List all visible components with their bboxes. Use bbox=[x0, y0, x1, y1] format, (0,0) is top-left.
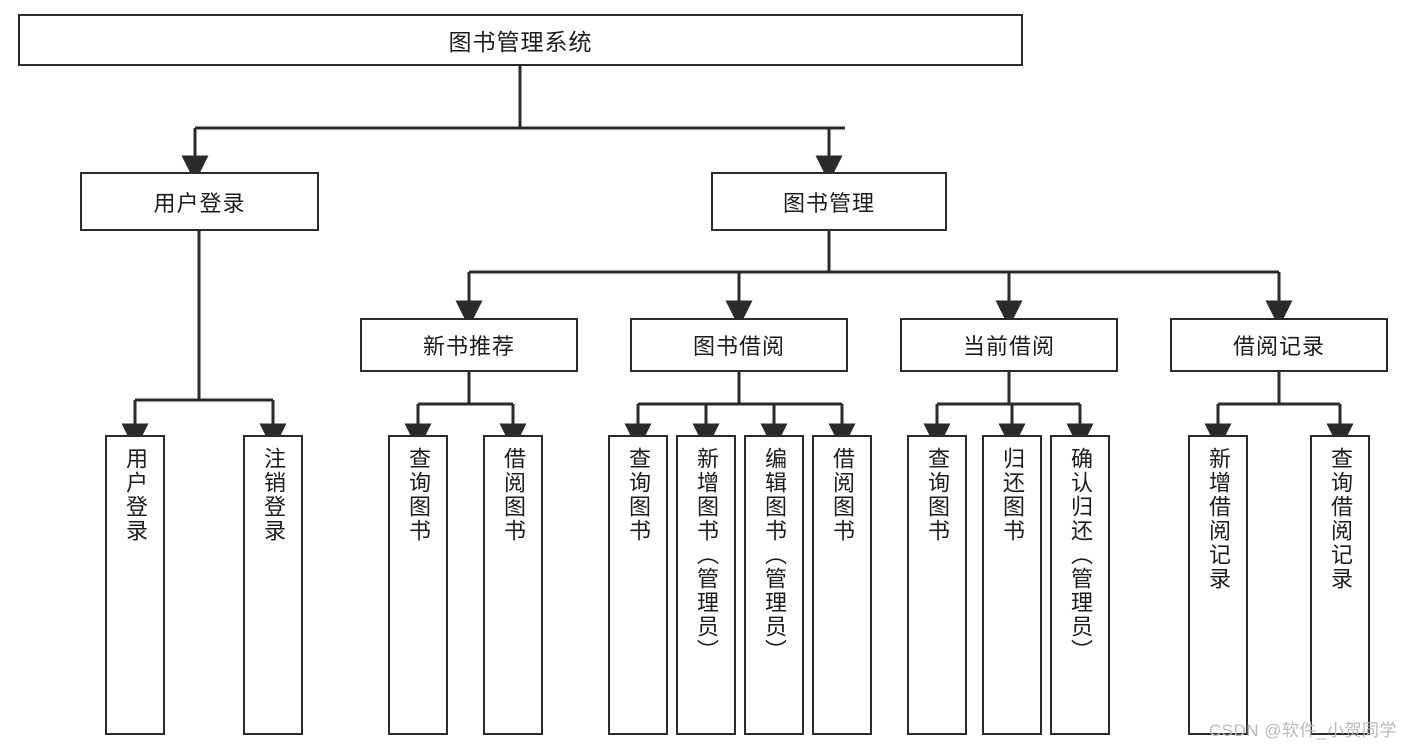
leaf-query-borrow-record[interactable]: 查询借阅记录 bbox=[1310, 435, 1370, 735]
node-new-book-recommendation[interactable]: 新书推荐 bbox=[360, 318, 578, 372]
node-root-book-management-system[interactable]: 图书管理系统 bbox=[18, 14, 1023, 66]
node-label: 借阅记录 bbox=[1232, 334, 1325, 359]
node-label: 注销登录 bbox=[260, 447, 286, 543]
leaf-query-books-current[interactable]: 查询图书 bbox=[907, 435, 967, 735]
node-label: 查询图书 bbox=[924, 447, 950, 543]
node-label: 查询图书 bbox=[625, 447, 651, 543]
node-user-login[interactable]: 用户登录 bbox=[80, 172, 319, 231]
leaf-logout[interactable]: 注销登录 bbox=[243, 435, 303, 735]
node-book-borrowing[interactable]: 图书借阅 bbox=[630, 318, 848, 372]
node-borrow-records[interactable]: 借阅记录 bbox=[1170, 318, 1388, 372]
node-label: 归还图书 bbox=[999, 447, 1025, 543]
leaf-add-book-admin[interactable]: 新增图书（管理员） bbox=[676, 435, 736, 735]
leaf-query-books-borrowing[interactable]: 查询图书 bbox=[608, 435, 668, 735]
leaf-add-borrow-record[interactable]: 新增借阅记录 bbox=[1188, 435, 1248, 735]
leaf-user-login[interactable]: 用户登录 bbox=[105, 435, 165, 735]
node-label: 查询图书 bbox=[405, 447, 431, 543]
watermark: CSDN @软件_小贺同学 bbox=[1208, 721, 1397, 740]
leaf-borrow-books-recommend[interactable]: 借阅图书 bbox=[483, 435, 543, 735]
node-label: 图书借阅 bbox=[692, 334, 785, 359]
node-label: 当前借阅 bbox=[962, 334, 1055, 359]
leaf-borrow-books-borrowing[interactable]: 借阅图书 bbox=[812, 435, 872, 735]
node-label: 新增借阅记录 bbox=[1205, 447, 1231, 591]
leaf-return-books[interactable]: 归还图书 bbox=[982, 435, 1042, 735]
node-label: 用户登录 bbox=[122, 447, 148, 543]
node-label: 确认归还（管理员） bbox=[1067, 447, 1093, 663]
node-label: 新书推荐 bbox=[422, 334, 515, 359]
node-label: 图书管理 bbox=[782, 190, 875, 216]
leaf-confirm-return-admin[interactable]: 确认归还（管理员） bbox=[1050, 435, 1110, 735]
node-label: 用户登录 bbox=[153, 190, 246, 216]
node-label: 新增图书（管理员） bbox=[693, 447, 719, 663]
leaf-edit-book-admin[interactable]: 编辑图书（管理员） bbox=[744, 435, 804, 735]
node-label: 查询借阅记录 bbox=[1327, 447, 1353, 591]
leaf-query-books-recommend[interactable]: 查询图书 bbox=[388, 435, 448, 735]
node-label: 借阅图书 bbox=[500, 447, 526, 543]
node-book-management[interactable]: 图书管理 bbox=[711, 172, 947, 231]
node-label: 编辑图书（管理员） bbox=[761, 447, 787, 663]
node-label: 图书管理系统 bbox=[448, 29, 593, 55]
node-current-borrowing[interactable]: 当前借阅 bbox=[900, 318, 1118, 372]
node-label: 借阅图书 bbox=[829, 447, 855, 543]
